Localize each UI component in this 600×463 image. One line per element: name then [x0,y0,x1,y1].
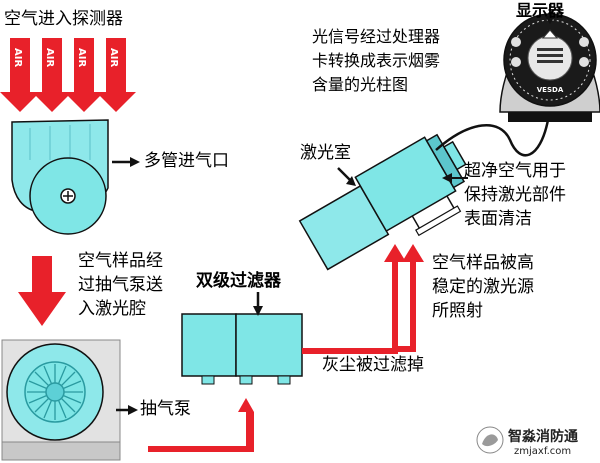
sample-lit-line-2: 稳定的激光源 [432,277,534,297]
air-text: AIR [44,48,55,67]
display-unit: VESDA [499,4,600,122]
laser-chamber [298,133,468,271]
air-text: AIR [12,48,23,67]
two-stage-filter [181,292,303,385]
watermark-url: zmjaxf.com [514,446,572,457]
air-arrow [0,38,40,112]
sample-down-arrow [18,256,66,326]
clean-air-line-3: 表面清洁 [464,209,532,229]
watermark-logo [476,426,504,454]
inlet-manifold [11,119,140,235]
sample-lit-line-3: 所照射 [432,301,483,321]
clean-air-line-2: 保持激光部件 [464,185,566,205]
signal-cable [435,119,550,157]
air-text: AIR [76,48,87,67]
display-label: 显示器 [516,1,565,20]
sample-line-1: 空气样品经 [78,251,163,271]
air-arrows: AIR AIR AIR AIR [0,38,136,112]
two-stage-filter-label: 双级过滤器 [196,271,281,291]
signal-line-3: 含量的光柱图 [312,75,409,94]
sample-line-3: 入激光腔 [78,299,146,319]
dust-filtered-label: 灰尘被过滤掉 [322,355,424,375]
pipe-filter-to-laser [302,244,424,354]
air-arrow [32,38,72,112]
air-text: AIR [108,48,119,67]
sample-lit-line-1: 空气样品被高 [432,253,534,273]
air-arrow [64,38,104,112]
signal-line-2: 卡转换成表示烟雾 [312,51,441,70]
pump [1,339,138,461]
watermark-name: 智淼消防通 [508,429,578,445]
multi-inlet-label: 多管进气口 [144,151,229,171]
signal-line-1: 光信号经过处理器 [312,27,441,46]
air-enter-label: 空气进入探测器 [4,9,123,29]
pump-label: 抽气泵 [140,399,191,419]
pipe-pump-to-filter [148,398,254,452]
air-arrow [96,38,136,112]
laser-chamber-label: 激光室 [300,143,351,163]
vesda-logo: VESDA [537,86,564,94]
sample-line-2: 过抽气泵送 [78,275,163,295]
clean-air-line-1: 超净空气用于 [464,161,566,181]
